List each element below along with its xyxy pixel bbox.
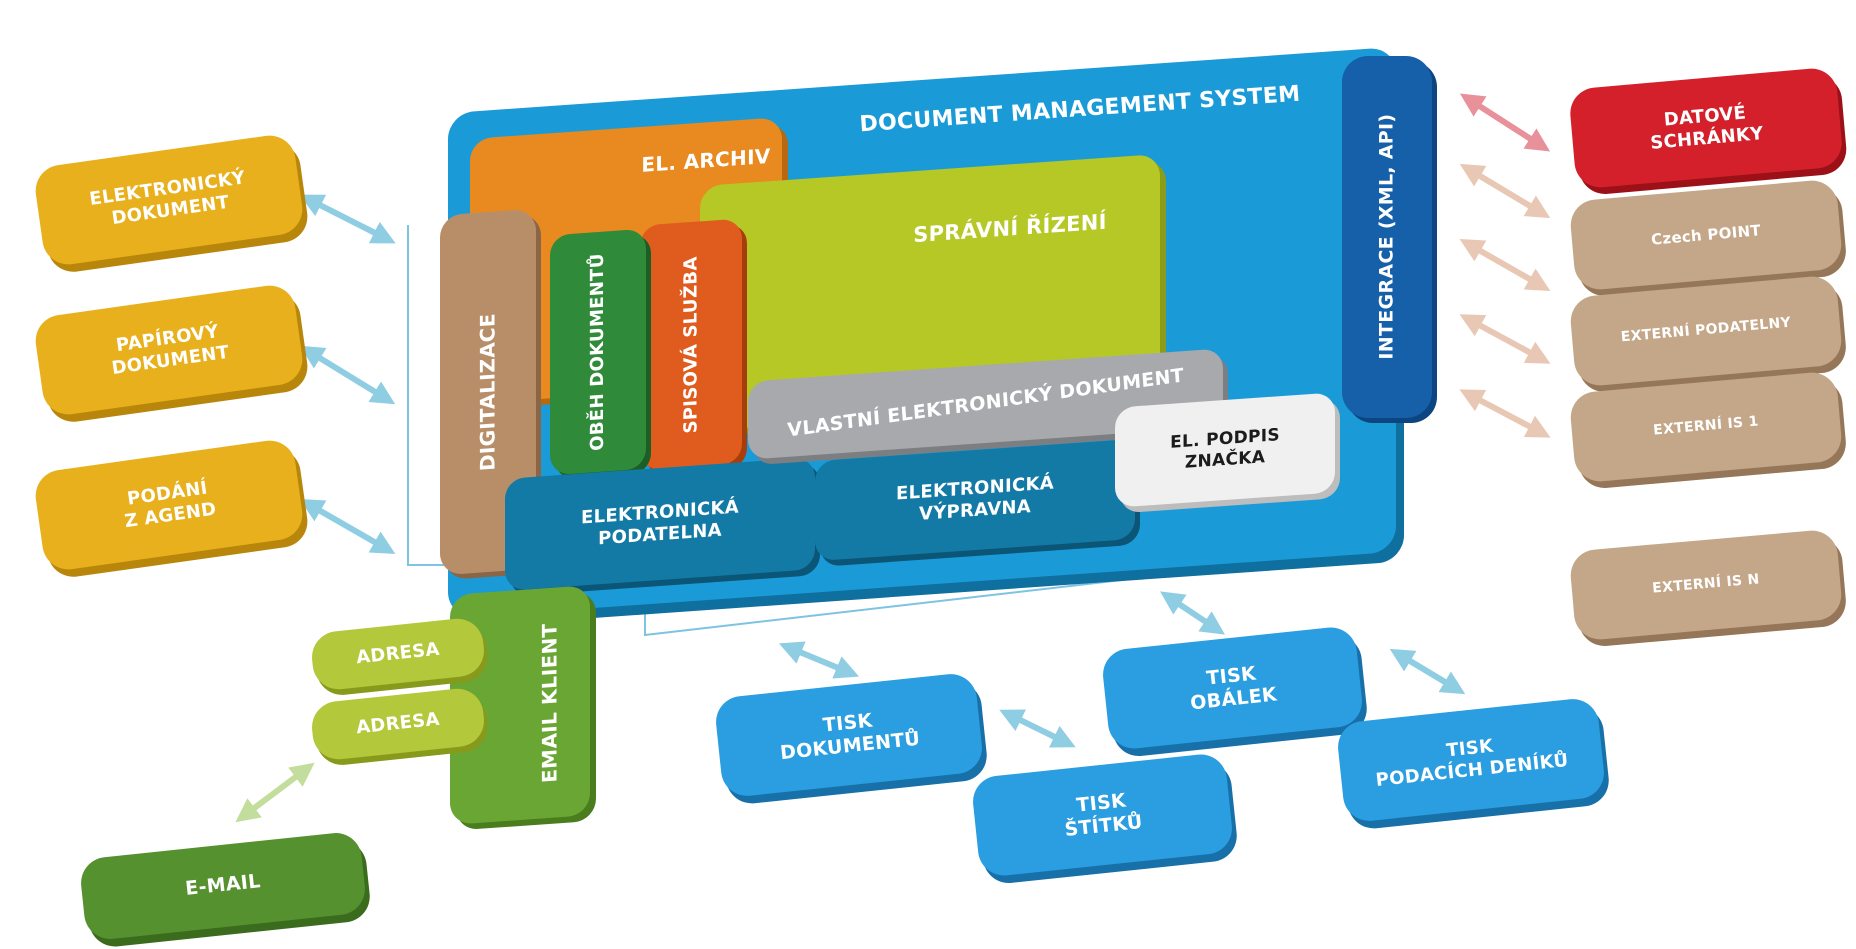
digitalizace-label: DIGITALIZACE <box>475 312 500 472</box>
spisova-sluzba-label: SPISOVÁ SLUŽBA <box>680 255 702 434</box>
arrow-input-1 <box>299 194 396 244</box>
print-tisk-podacich-deniku-label: TISK PODACÍCH DENÍKŮ <box>1374 735 1570 792</box>
input-papirovy-dokument-label: PAPÍROVÝ DOKUMENT <box>110 321 231 380</box>
spisova-sluzba-block: SPISOVÁ SLUŽBA <box>640 218 742 471</box>
email-label: E-MAIL <box>184 870 262 901</box>
external-is-n-label: EXTERNÍ IS N <box>1651 571 1761 598</box>
arrow-input-3 <box>299 499 396 554</box>
external-is-1-label: EXTERNÍ IS 1 <box>1652 413 1760 440</box>
arrow-print-stitku <box>999 709 1076 748</box>
arrow-print-obalek <box>1160 591 1225 635</box>
podatelna-block: ELEKTRONICKÁ PODATELNA <box>505 457 815 591</box>
adresa-2-label: ADRESA <box>355 708 441 739</box>
input-podani-z-agend-label: PODÁNÍ Z AGEND <box>123 477 218 533</box>
arrow-print-dokumentu <box>778 641 860 679</box>
print-tisk-dokumentu-label: TISK DOKUMENTŮ <box>779 709 922 765</box>
arrow-print-deniku <box>1389 648 1466 695</box>
arrow-isn <box>1459 389 1551 438</box>
arrow-podatelny <box>1459 239 1551 291</box>
adresa-1-label: ADRESA <box>355 638 441 669</box>
spravni-rizeni-label: SPRÁVNÍ ŘÍZENÍ <box>913 209 1107 248</box>
el-archiv-label: EL. ARCHIV <box>641 143 771 177</box>
input-elektronicky-dokument-label: ELEKTRONICKÝ DOKUMENT <box>88 167 247 230</box>
el-podpis-block: EL. PODPIS ZNAČKA <box>1115 392 1335 508</box>
arrow-is1 <box>1459 314 1551 364</box>
el-podpis-label: EL. PODPIS ZNAČKA <box>1170 425 1280 473</box>
obeh-dokumentu-label: OBĚH DOKUMENTŮ <box>587 252 609 452</box>
podatelna-label: ELEKTRONICKÁ PODATELNA <box>581 496 739 550</box>
obeh-dokumentu-block: OBĚH DOKUMENTŮ <box>550 228 646 476</box>
arrow-input-2 <box>299 345 396 405</box>
external-datove-schranky-label: DATOVÉ SCHRÁNKY <box>1649 102 1765 154</box>
integrace-label: INTEGRACE (XML, API) <box>1375 114 1398 360</box>
print-tisk-stitku-label: TISK ŠTÍTKŮ <box>1063 789 1144 841</box>
vypravna-label: ELEKTRONICKÁ VÝPRAVNA <box>896 472 1054 525</box>
external-czech-point-label: Czech POINT <box>1650 221 1762 249</box>
arrow-datove <box>1459 93 1551 152</box>
integrace-block: INTEGRACE (XML, API) <box>1342 56 1432 418</box>
print-tisk-obalek-label: TISK OBÁLEK <box>1189 662 1279 715</box>
arrow-czechpoint <box>1459 163 1551 219</box>
arrow-email <box>235 762 315 823</box>
external-podatelny-label: EXTERNÍ PODATELNY <box>1620 315 1792 346</box>
email-klient-label: EMAIL KLIENT <box>537 622 562 784</box>
